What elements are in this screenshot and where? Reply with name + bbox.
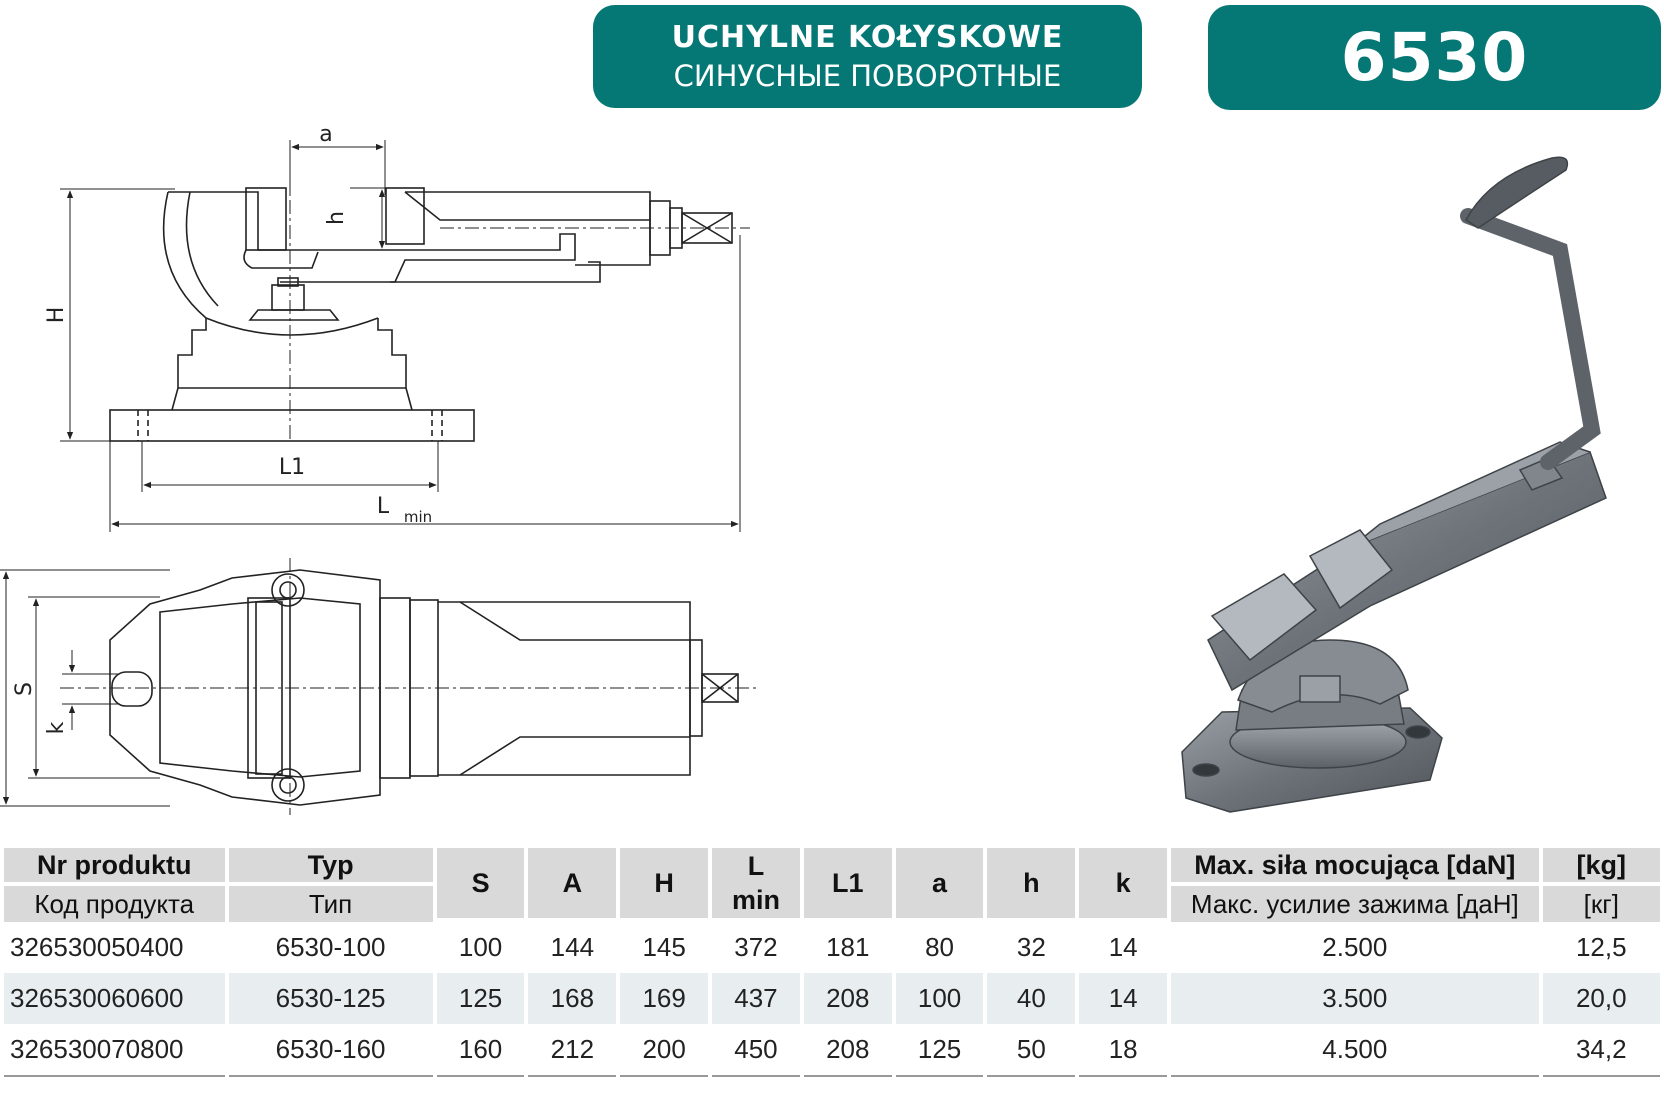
cell-A: 168 bbox=[528, 973, 617, 1024]
dim-label-h: h bbox=[324, 211, 349, 225]
category-title-ru: СИНУСНЫЕ ПОВОРОТНЫЕ bbox=[673, 58, 1062, 93]
dim-label-L: L bbox=[377, 494, 390, 519]
cell-h: 50 bbox=[987, 1024, 1076, 1077]
cell-type: 6530-160 bbox=[228, 1024, 433, 1077]
dim-label-S: S bbox=[12, 682, 37, 696]
header-k: k bbox=[1079, 848, 1168, 922]
cell-A: 144 bbox=[550, 932, 595, 962]
header-H: H bbox=[620, 848, 709, 922]
header-mass-pl: [kg] bbox=[1542, 848, 1660, 886]
cell-k: 14 bbox=[1079, 973, 1168, 1024]
cell-L1: 208 bbox=[803, 973, 892, 1024]
header-L1: L1 bbox=[803, 848, 892, 922]
cell-h: 40 bbox=[987, 973, 1076, 1024]
table-row: 326530060600 6530-125 125 168 169 437 20… bbox=[4, 973, 1660, 1024]
technical-drawing: a h H L1 L min S bbox=[0, 122, 1607, 815]
top-view-drawing bbox=[0, 558, 756, 815]
header-h: h bbox=[987, 848, 1076, 922]
cell-L: 450 bbox=[712, 1024, 800, 1077]
table-row: 326530070800 6530-160 160 212 200 450 20… bbox=[4, 1024, 1660, 1077]
cell-h: 32 bbox=[1016, 932, 1046, 962]
category-title-pl: UCHYLNE KOŁYSKOWE bbox=[671, 19, 1064, 55]
cell-code: 326530070800 bbox=[4, 1024, 225, 1077]
header-type-pl: Typ bbox=[228, 848, 433, 886]
product-photo bbox=[1181, 156, 1607, 813]
cell-mass: 34,2 bbox=[1542, 1024, 1660, 1077]
header-L-bottom: min bbox=[731, 885, 780, 915]
header-type-ru: Тип bbox=[228, 886, 433, 922]
header-mass-ru: [кг] bbox=[1542, 886, 1660, 922]
header-L-top: L bbox=[747, 851, 765, 881]
cell-k: 14 bbox=[1108, 932, 1138, 962]
cell-a: 100 bbox=[895, 973, 984, 1024]
cell-mass: 20,0 bbox=[1542, 973, 1660, 1024]
header-product-ru: Код продукта bbox=[4, 886, 225, 922]
cell-force: 2.500 bbox=[1322, 932, 1388, 962]
dim-label-a: a bbox=[319, 122, 332, 147]
cell-L: 372 bbox=[734, 932, 778, 962]
cell-type: 6530-100 bbox=[275, 932, 386, 962]
cell-L: 437 bbox=[712, 973, 800, 1024]
cell-A: 212 bbox=[528, 1024, 617, 1077]
cell-H: 169 bbox=[620, 973, 709, 1024]
cell-a: 80 bbox=[925, 932, 955, 962]
header-product-pl: Nr produktu bbox=[4, 848, 225, 886]
cell-S: 100 bbox=[458, 932, 503, 962]
cell-L1: 181 bbox=[826, 932, 870, 962]
cell-mass: 12,5 bbox=[1575, 932, 1627, 962]
cell-H: 145 bbox=[642, 932, 686, 962]
model-banner: 6530 bbox=[1208, 5, 1661, 110]
cell-force: 3.500 bbox=[1171, 973, 1539, 1024]
cell-k: 18 bbox=[1079, 1024, 1168, 1077]
cell-code: 326530050400 bbox=[10, 932, 184, 962]
cell-L1: 208 bbox=[803, 1024, 892, 1077]
cell-S: 125 bbox=[436, 973, 525, 1024]
spec-table: Nr produktu Typ S A H L min L1 a h k Max… bbox=[0, 848, 1664, 1077]
model-number: 6530 bbox=[1340, 19, 1529, 96]
cell-H: 200 bbox=[620, 1024, 709, 1077]
cell-force: 4.500 bbox=[1171, 1024, 1539, 1077]
header-S: S bbox=[436, 848, 525, 922]
table-row: 326530050400 6530-100 100 144 145 372 18… bbox=[4, 922, 1660, 973]
dim-label-H: H bbox=[44, 307, 69, 324]
header-force-ru: Макс. усилие зажима [даН] bbox=[1171, 886, 1539, 922]
category-banner: UCHYLNE KOŁYSKOWE СИНУСНЫЕ ПОВОРОТНЫЕ bbox=[593, 5, 1142, 108]
header-A: A bbox=[528, 848, 617, 922]
dim-label-k: k bbox=[44, 721, 69, 734]
header-a: a bbox=[895, 848, 984, 922]
cell-a: 125 bbox=[895, 1024, 984, 1077]
header-force-pl: Max. siła mocująca [daN] bbox=[1171, 848, 1539, 886]
side-view-drawing bbox=[60, 140, 750, 532]
cell-type: 6530-125 bbox=[228, 973, 433, 1024]
dim-label-min: min bbox=[404, 508, 432, 526]
header-L: L min bbox=[712, 848, 800, 922]
cell-S: 160 bbox=[436, 1024, 525, 1077]
dim-label-L1: L1 bbox=[279, 455, 305, 480]
cell-code: 326530060600 bbox=[4, 973, 225, 1024]
